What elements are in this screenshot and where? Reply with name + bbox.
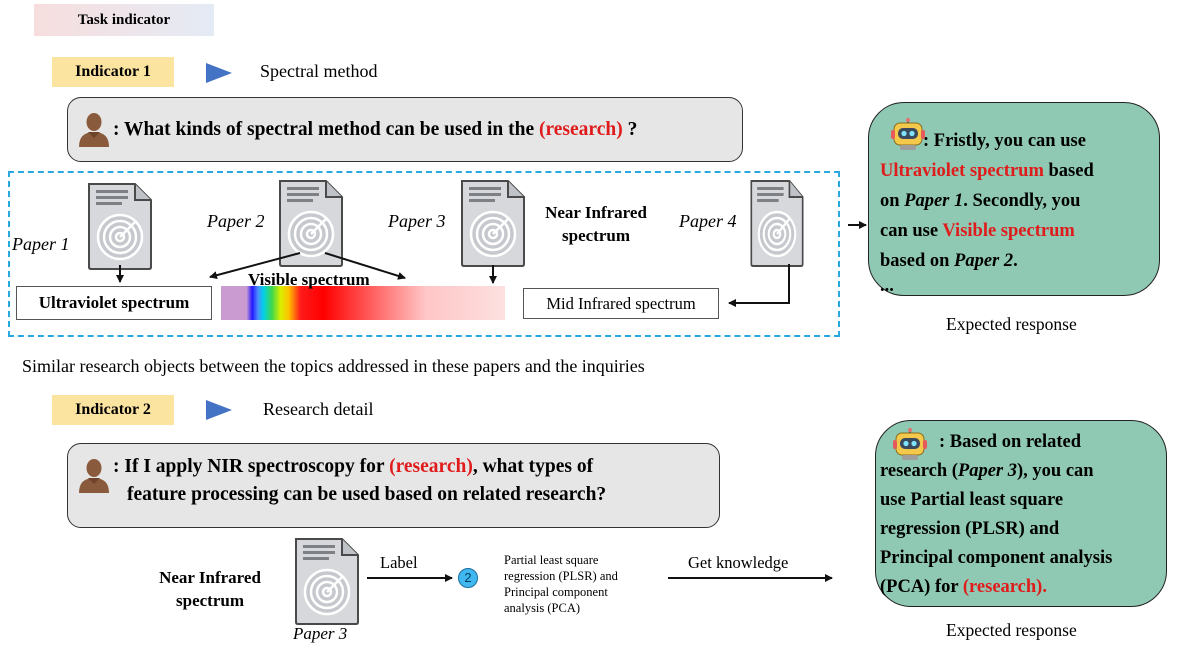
indicator-1-label: Indicator 1 [75, 63, 151, 80]
method-line-4: analysis (PCA) [504, 601, 581, 615]
question-2-line-2: feature processing can be used based on … [127, 484, 607, 505]
method-line-1: Partial least square [504, 553, 599, 567]
methods-list: Partial least square regression (PLSR) a… [504, 552, 618, 616]
response-1-part2: based [1043, 161, 1094, 181]
response-2-line-3: use Partial least square [880, 490, 1064, 510]
question-2-prefix: : If I apply NIR spectroscopy for [113, 456, 390, 477]
response-1-paper2: Paper 2 [954, 251, 1014, 271]
get-knowledge-label: Get knowledge [688, 553, 789, 572]
question-2-text: : If I apply NIR spectroscopy for (resea… [113, 453, 606, 509]
near-ir-line-2: spectrum [562, 226, 630, 245]
indicator-1-title: Spectral method [260, 61, 378, 81]
indicator-2-label: Indicator 2 [75, 401, 151, 418]
response-1-part5: can use [880, 221, 943, 241]
response-2-line-6-red: (research). [962, 577, 1047, 597]
question-1-suffix: ? [622, 119, 638, 140]
response-2-line-2a: research ( [880, 461, 958, 481]
papers-region [8, 171, 840, 337]
response-2-text: : Based on related research (Paper 3), y… [880, 428, 1170, 602]
response-1-part6: based on [880, 251, 955, 271]
near-ir-line-1: Near Infrared [545, 203, 647, 222]
paper-1-label: Paper 1 [12, 234, 70, 254]
expected-response-2: Expected response [946, 620, 1077, 640]
response-1-paper1: Paper 1 [904, 191, 964, 211]
arrow-paper2-left [209, 252, 301, 280]
response-2-line-4: regression (PLSR) and [880, 519, 1060, 539]
question-2-suffix: , what types of [472, 456, 594, 477]
mid-ir-box-label: Mid Infrared spectrum [546, 293, 696, 313]
response-2-line-1: : Based on related [939, 432, 1082, 452]
mid-ir-box: Mid Infrared spectrum [523, 288, 719, 319]
response-1-red1: Ultraviolet spectrum [880, 161, 1044, 181]
near-ir-label-2: Near Infrared spectrum [140, 566, 280, 612]
number-badge: 2 [458, 568, 478, 588]
paper-3-label-2: Paper 3 [293, 624, 348, 643]
question-box-2 [67, 443, 720, 528]
indicator-2-arrow-icon [206, 400, 232, 420]
arrow-paper2-right [324, 252, 406, 280]
response-1-part3: on [880, 191, 905, 211]
indicator-2-badge: Indicator 2 [52, 395, 174, 425]
similar-caption: Similar research objects between the top… [22, 356, 645, 376]
response-2-paper: Paper 3 [957, 461, 1018, 481]
paper-2-label: Paper 2 [207, 211, 265, 231]
response-1-part7: . [1013, 251, 1018, 271]
question-2-highlight: (research) [389, 456, 473, 477]
arrow-paper4-mid-ir [728, 264, 790, 307]
question-box-1 [67, 97, 743, 162]
paper-3-label: Paper 3 [388, 211, 446, 231]
response-1-part4: . Secondly, you [963, 191, 1081, 211]
indicator-2-title: Research detail [263, 399, 374, 419]
response-1-red2: Visible spectrum [942, 221, 1075, 241]
near-ir-2-line-1: Near Infrared [159, 568, 261, 587]
near-ir-label: Near Infrared spectrum [536, 201, 656, 247]
method-line-2: regression (PLSR) and [504, 569, 618, 583]
method-line-3: Principal component [504, 585, 608, 599]
response-2-line-5: Principal component analysis [880, 548, 1113, 568]
ultraviolet-box: Ultraviolet spectrum [16, 286, 212, 320]
expected-response-1: Expected response [946, 314, 1077, 334]
response-2-line-6a: (PCA) for [880, 577, 963, 597]
task-indicator-badge: Task indicator [34, 4, 214, 36]
label-text: Label [380, 553, 418, 572]
paper-4-label: Paper 4 [679, 211, 737, 231]
near-ir-2-line-2: spectrum [176, 591, 244, 610]
response-1-ellipsis: ... [880, 276, 894, 296]
question-1-text: : What kinds of spectral method can be u… [113, 116, 637, 144]
task-indicator-label: Task indicator [77, 11, 171, 28]
spectrum-bar [221, 286, 505, 320]
indicator-1-arrow-icon [206, 63, 232, 83]
indicator-1-badge: Indicator 1 [52, 57, 174, 87]
question-1-highlight: (research) [538, 119, 623, 140]
visible-spectrum-label: Visible spectrum [248, 270, 370, 289]
response-1-text: : Fristly, you can use Ultraviolet spect… [880, 126, 1156, 296]
response-1-part1: : Fristly, you can use [923, 131, 1086, 151]
question-1-prefix: : What kinds of spectral method can be u… [113, 119, 539, 140]
ultraviolet-box-label: Ultraviolet spectrum [38, 293, 190, 312]
response-2-line-2b: ), you can [1017, 461, 1094, 481]
